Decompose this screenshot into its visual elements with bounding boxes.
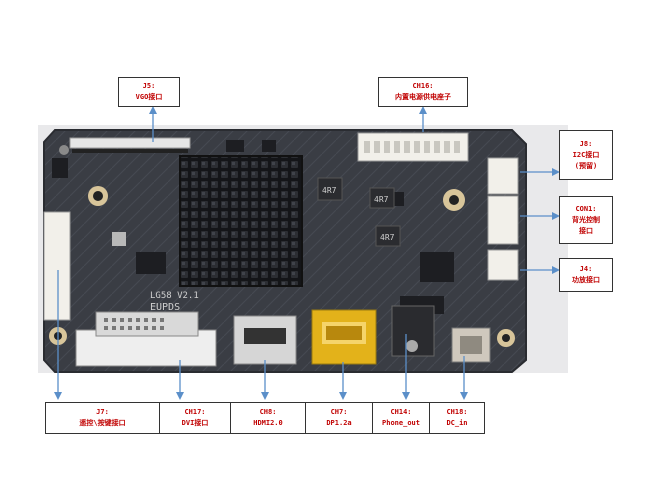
silkscreen-brand: EUPDS <box>150 302 180 313</box>
heatsink <box>179 155 303 287</box>
inductor-label: 4R7 <box>374 195 389 204</box>
label-ch8-desc: HDMI2.0 <box>253 419 283 427</box>
label-j4-title: J4: <box>579 265 593 273</box>
label-ch18-desc: DC_in <box>446 419 468 427</box>
label-ch18-title: CH18: <box>446 408 468 416</box>
label-ch7-desc: DP1.2a <box>326 419 352 427</box>
label-con1-desc2: 接口 <box>579 226 593 235</box>
hdmi-connector <box>233 315 297 365</box>
label-ch16: CH16: 内置电源供电座子 <box>378 77 468 107</box>
j5-connector <box>69 137 191 149</box>
label-ch14-title: CH14: <box>390 408 412 416</box>
label-ch8: CH8: HDMI2.0 <box>230 402 306 434</box>
label-ch8-title: CH8: <box>259 408 277 416</box>
j7-connector <box>43 211 71 321</box>
label-j8-note: (预留) <box>574 161 598 170</box>
arrow-heads <box>54 106 560 400</box>
label-j8: J8: I2C接口 (预留) <box>559 130 613 180</box>
label-con1-desc: 背光控制 <box>572 215 600 224</box>
label-ch14: CH14: Phone_out <box>372 402 430 434</box>
label-j8-desc: I2C接口 <box>572 150 600 159</box>
pointer-arrows <box>57 110 556 396</box>
label-j7-desc: 遥控\按键接口 <box>79 419 126 427</box>
phone-out-jack <box>391 305 435 357</box>
label-ch17: CH17: DVI接口 <box>159 402 231 434</box>
label-con1: CON1: 背光控制 接口 <box>559 196 613 244</box>
right-connectors <box>487 157 519 281</box>
label-j5-title: J5: <box>142 82 156 90</box>
inductor-label: 4R7 <box>380 233 395 242</box>
label-ch14-desc: Phone_out <box>382 419 420 427</box>
silkscreen-model: LG58 V2.1 <box>150 291 199 301</box>
label-ch17-title: CH17: <box>184 408 206 416</box>
label-j5-desc: VGO接口 <box>135 93 163 101</box>
bottom-label-table: J7: 遥控\按键接口 CH17: DVI接口 CH8: HDMI2.0 CH7… <box>45 402 485 434</box>
label-ch17-desc: DVI接口 <box>181 419 209 427</box>
dp-connector <box>311 309 377 365</box>
label-j8-title: J8: <box>579 139 593 148</box>
label-j7: J7: 遥控\按键接口 <box>45 402 160 434</box>
label-j5: J5: VGO接口 <box>118 77 180 107</box>
label-ch7: CH7: DP1.2a <box>305 402 373 434</box>
dc-in-jack <box>451 327 491 363</box>
label-j7-title: J7: <box>96 408 109 416</box>
label-j4-desc: 功放接口 <box>572 276 600 284</box>
label-ch16-title: CH16: <box>412 82 434 90</box>
label-ch7-title: CH7: <box>330 408 348 416</box>
label-con1-title: CON1: <box>575 204 597 213</box>
inductors: 4R7 4R7 4R7 <box>317 177 401 247</box>
dvi-connector <box>75 311 217 367</box>
label-j4: J4: 功放接口 <box>559 258 613 292</box>
inductor-label: 4R7 <box>322 186 337 195</box>
label-ch18: CH18: DC_in <box>429 402 485 434</box>
label-ch16-desc: 内置电源供电座子 <box>395 93 451 101</box>
